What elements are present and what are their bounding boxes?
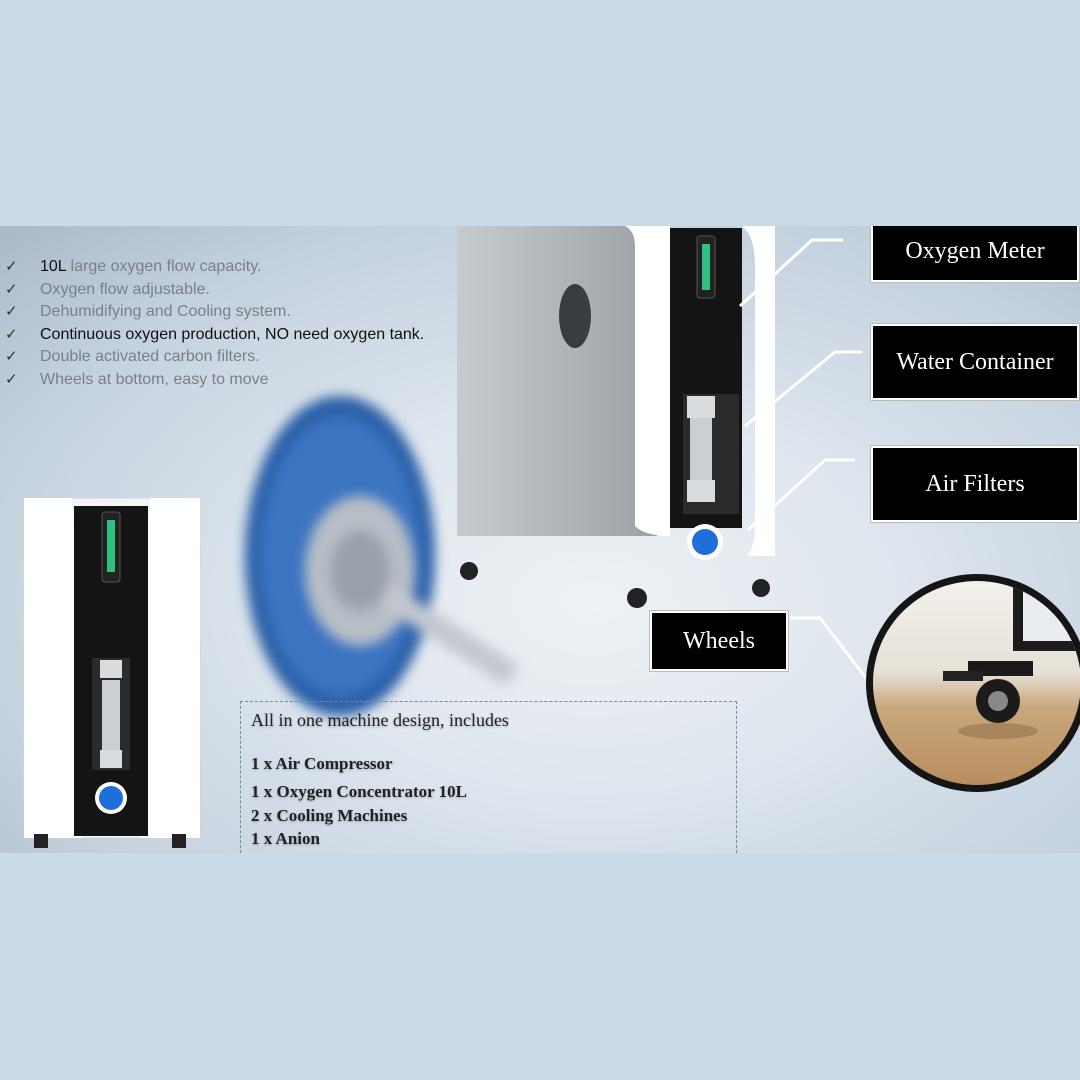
feature-item: ✓ Oxygen flow adjustable. [0, 279, 430, 302]
feature-item: ✓ Continuous oxygen production, NO need o… [0, 324, 430, 347]
oxygen-meter-label: Oxygen Meter [871, 226, 1079, 282]
feature-text: Oxygen flow adjustable. [40, 280, 210, 298]
include-item-oxygen-concentrator: 1 x Oxygen Concentrator 10L [251, 782, 467, 801]
includes-title: All in one machine design, includes [251, 710, 509, 730]
machine-side-view [457, 226, 775, 608]
air-filters-text: Air Filters [925, 470, 1025, 497]
fan-icon [245, 396, 520, 716]
include-item-anion: 1 x Anion [251, 829, 320, 848]
oxygen-meter-text: Oxygen Meter [905, 237, 1045, 264]
feature-item: ✓ Dehumidifying and Cooling system. [0, 301, 430, 324]
check-icon: ✓ [5, 370, 18, 388]
feature-text: large oxygen flow capacity. [66, 258, 262, 275]
wheel-closeup [866, 574, 1080, 792]
feature-item: ✓ Double activated carbon filters. [0, 346, 430, 369]
check-icon: ✓ [5, 303, 18, 320]
air-filters-label: Air Filters [871, 446, 1079, 522]
water-container-label: Water Container [871, 324, 1079, 400]
wheels-label: Wheels [650, 611, 788, 671]
feature-text: Wheels at bottom, easy to move [40, 370, 269, 388]
include-item-cooling-machines: 2 x Cooling Machines [251, 806, 408, 825]
feature-text: Double activated carbon filters. [40, 348, 260, 365]
product-banner: ✓ 10L large oxygen flow capacity. ✓ Oxygen … [0, 226, 1080, 853]
check-icon: ✓ [5, 325, 18, 343]
include-item-air-compressor: 1 x Air Compressor [251, 754, 393, 773]
includes-box: All in one machine design, includes 1 x … [240, 701, 737, 853]
callout-lines [738, 238, 868, 679]
check-icon: ✓ [5, 348, 18, 365]
wheels-text: Wheels [683, 627, 755, 654]
caster-wheel-icon [943, 581, 1080, 739]
feature-item: ✓ Wheels at bottom, easy to move [0, 369, 430, 392]
feature-item: ✓ 10L large oxygen flow capacity. [0, 256, 430, 279]
check-icon: ✓ [5, 258, 18, 275]
machine-front-view [23, 498, 201, 848]
check-icon: ✓ [5, 280, 18, 298]
feature-list: ✓ 10L large oxygen flow capacity. ✓ Oxygen … [0, 256, 430, 391]
feature-text: Continuous oxygen production, NO need ox… [40, 325, 425, 343]
feature-highlight: 10L [40, 258, 67, 275]
feature-text: Dehumidifying and Cooling system. [40, 303, 291, 320]
water-container-text: Water Container [896, 348, 1054, 375]
